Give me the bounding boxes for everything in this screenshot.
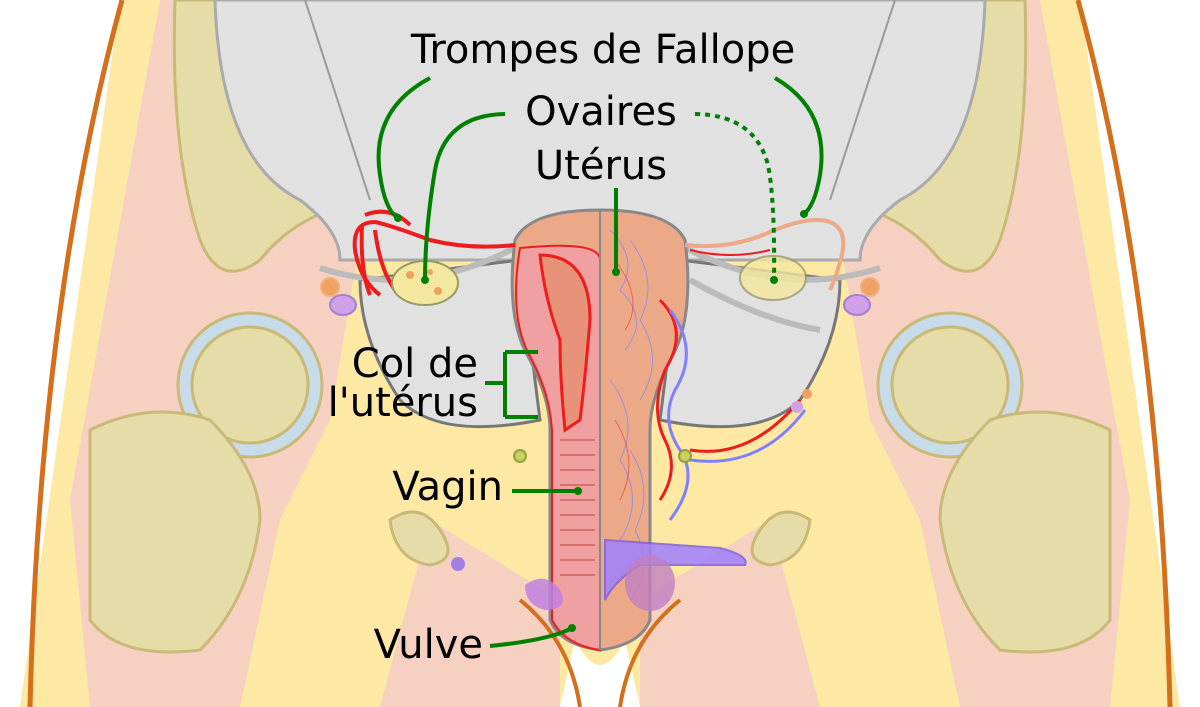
blood-vessels-right bbox=[656, 298, 807, 521]
uterus bbox=[510, 208, 690, 652]
label-vulva: Vulve bbox=[374, 622, 483, 668]
label-vagina: Vagin bbox=[392, 464, 503, 510]
label-uterus: Utérus bbox=[535, 143, 667, 189]
label-ovaries: Ovaires bbox=[525, 89, 677, 135]
pelvic-cavity bbox=[213, 0, 987, 429]
label-cervix-line2: l'utérus bbox=[328, 380, 478, 426]
labels: Trompes de Fallope Ovaires Utérus Col de… bbox=[328, 27, 796, 668]
fallopian-tube-right bbox=[684, 218, 846, 291]
small-structures bbox=[320, 277, 880, 571]
bladder bbox=[525, 538, 747, 611]
label-fallopian-tubes: Trompes de Fallope bbox=[410, 27, 795, 73]
label-cervix-line1: Col de bbox=[352, 341, 478, 387]
leader-lines bbox=[376, 76, 824, 648]
